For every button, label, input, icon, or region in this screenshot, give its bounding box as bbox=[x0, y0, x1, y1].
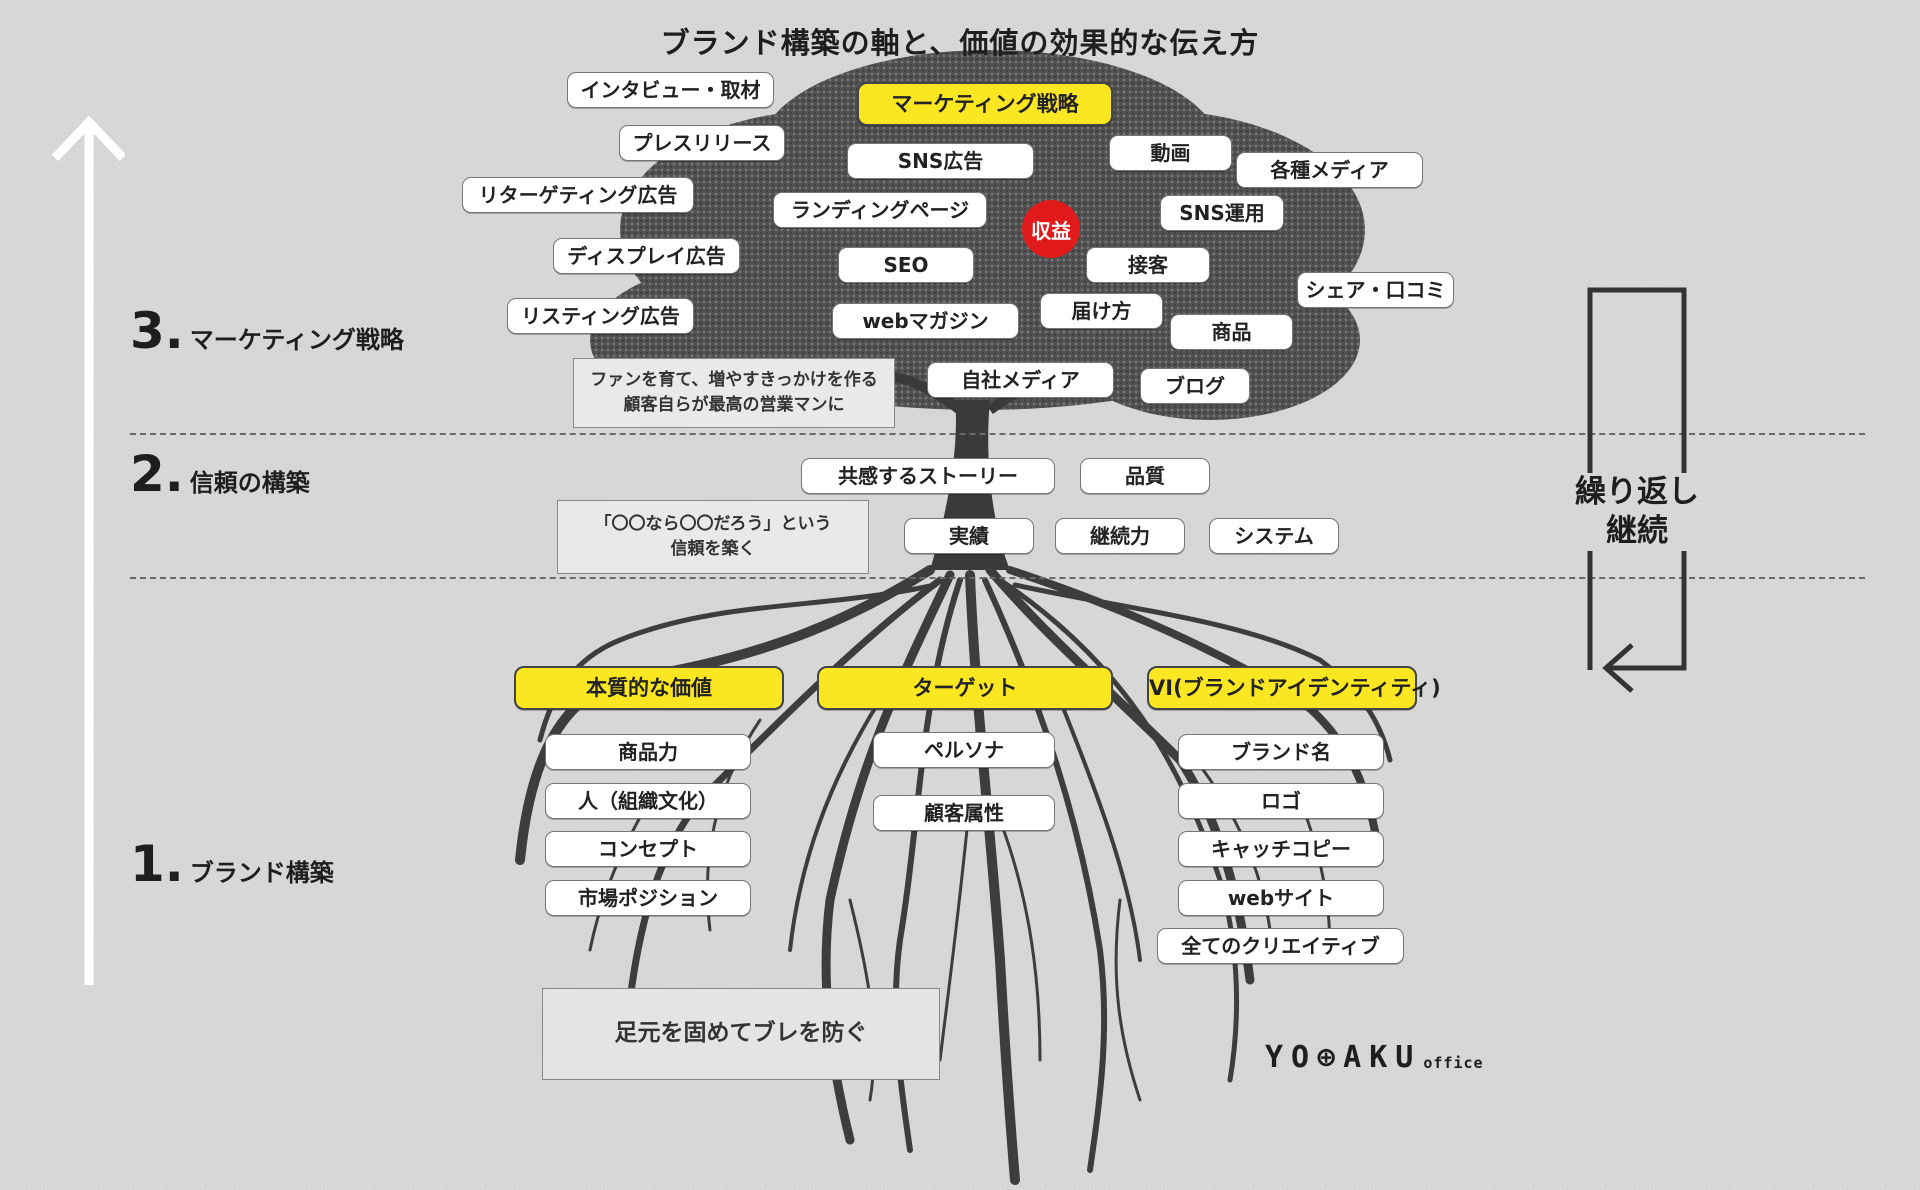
trust-note-line: 「〇〇なら〇〇だろう」という bbox=[594, 514, 832, 535]
tag-track-record: 実績 bbox=[904, 518, 1034, 554]
repeat-line: 継続 bbox=[1606, 512, 1668, 549]
tree-roots bbox=[515, 565, 1393, 1185]
tag-various-media: 各種メディア bbox=[1236, 152, 1423, 188]
stage-label: ブランド構築 bbox=[189, 859, 334, 887]
marketing-heading: マーケティング戦略 bbox=[857, 82, 1113, 126]
stage-number: 3. bbox=[130, 302, 184, 360]
stage-marketing: 3. マーケティング戦略 bbox=[130, 302, 404, 360]
tag-share-word-of-mouth: シェア・口コミ bbox=[1297, 272, 1454, 308]
tag-sns-ad: SNS広告 bbox=[847, 143, 1034, 179]
brand-item: 人（組織文化） bbox=[545, 783, 751, 819]
brand-item: 市場ポジション bbox=[545, 880, 751, 916]
marketing-note-line: ファンを育て、増やすきっかけを作る bbox=[590, 370, 878, 391]
tag-web-magazine: webマガジン bbox=[832, 303, 1019, 339]
logo-main: YO⊕AKU bbox=[1265, 1040, 1422, 1075]
brand-heading-value: 本質的な価値 bbox=[514, 666, 784, 710]
tag-blog: ブログ bbox=[1140, 368, 1250, 404]
tag-retargeting-ad: リターゲティング広告 bbox=[462, 177, 694, 213]
brand-heading-vi: VI(ブランドアイデンティティ) bbox=[1147, 666, 1441, 710]
repeat-line: 繰り返し bbox=[1575, 474, 1699, 510]
stage-trust: 2. 信頼の構築 bbox=[130, 445, 310, 503]
tag-story: 共感するストーリー bbox=[801, 458, 1055, 494]
trust-note-line: 信頼を築く bbox=[670, 539, 756, 559]
marketing-note: ファンを育て、増やすきっかけを作る 顧客自らが最高の営業マンに bbox=[573, 358, 895, 428]
repeat-label: 繰り返し 継続 bbox=[1572, 473, 1702, 551]
stage-number: 2. bbox=[130, 445, 184, 503]
divider-bottom bbox=[130, 577, 1865, 579]
marketing-note-line: 顧客自らが最高の営業マンに bbox=[623, 395, 845, 415]
yohaku-office-logo: YO⊕AKU office bbox=[1265, 1040, 1484, 1075]
stage-brand: 1. ブランド構築 bbox=[130, 835, 334, 893]
brand-item: webサイト bbox=[1178, 880, 1384, 916]
stage-label: マーケティング戦略 bbox=[189, 326, 404, 354]
tag-interview: インタビュー・取材 bbox=[567, 72, 774, 108]
divider-top bbox=[130, 433, 1865, 435]
tag-display-ad: ディスプレイ広告 bbox=[553, 238, 740, 274]
arrow-up-icon bbox=[51, 115, 125, 985]
tag-video: 動画 bbox=[1109, 135, 1232, 171]
logo-sub: office bbox=[1423, 1054, 1484, 1072]
repeat-loop-arrow bbox=[1587, 287, 1687, 693]
tag-continuity: 継続力 bbox=[1055, 518, 1185, 554]
revenue-badge: 収益 bbox=[1022, 200, 1080, 258]
tag-listing-ad: リスティング広告 bbox=[507, 298, 694, 334]
tag-delivery-method: 届け方 bbox=[1040, 293, 1163, 329]
tag-sns-operation: SNS運用 bbox=[1160, 195, 1284, 231]
brand-item: ブランド名 bbox=[1178, 734, 1384, 770]
tag-product: 商品 bbox=[1170, 314, 1293, 350]
tag-landing-page: ランディングページ bbox=[773, 192, 987, 228]
brand-item: ペルソナ bbox=[873, 732, 1055, 768]
brand-item: 顧客属性 bbox=[873, 795, 1055, 831]
stage-number: 1. bbox=[130, 835, 184, 893]
tag-system: システム bbox=[1209, 518, 1339, 554]
brand-note: 足元を固めてブレを防ぐ bbox=[542, 988, 940, 1080]
tag-customer-service: 接客 bbox=[1086, 247, 1210, 283]
trust-note: 「〇〇なら〇〇だろう」という 信頼を築く bbox=[557, 500, 869, 574]
brand-item: 商品力 bbox=[545, 734, 751, 770]
tag-owned-media: 自社メディア bbox=[927, 362, 1114, 398]
brand-item: コンセプト bbox=[545, 831, 751, 867]
stage-label: 信頼の構築 bbox=[189, 469, 310, 497]
brand-heading-target: ターゲット bbox=[817, 666, 1113, 710]
tag-press-release: プレスリリース bbox=[619, 125, 785, 161]
brand-item: ロゴ bbox=[1178, 783, 1384, 819]
page-title: ブランド構築の軸と、価値の効果的な伝え方 bbox=[660, 26, 1260, 60]
brand-item: 全てのクリエイティブ bbox=[1157, 928, 1404, 964]
brand-item: キャッチコピー bbox=[1178, 831, 1384, 867]
tag-quality: 品質 bbox=[1080, 458, 1210, 494]
tag-seo: SEO bbox=[838, 247, 974, 283]
